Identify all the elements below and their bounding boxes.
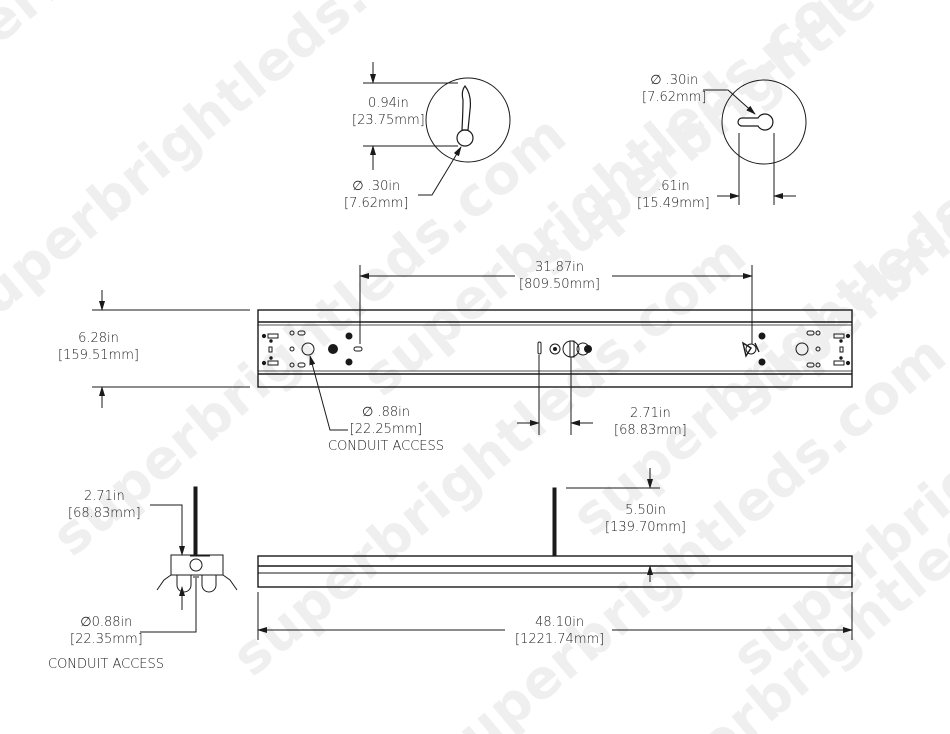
keyhole-dia-label: ∅ .30in [7.62mm] [642, 72, 706, 106]
keyhole-dia-in: ∅ .30in [650, 73, 699, 88]
end-view [140, 486, 238, 633]
center-offset-label: 2.71in [68.83mm] [614, 405, 687, 439]
slot-hole-dia-in: ∅ .30in [352, 179, 401, 194]
bracket-height-label: 5.50in [139.70mm] [605, 502, 686, 536]
end-conduit-dia-label: ∅0.88in [22.35mm] [70, 614, 143, 648]
plan-conduit-dia-mm: [22.25mm] [349, 422, 423, 437]
slot-length-mm: [23.75mm] [352, 113, 425, 128]
overall-length-label: 48.10in [1221.74mm] [515, 614, 604, 648]
bracket-height-in: 5.50in [625, 503, 666, 518]
slot-length-in: 0.94in [367, 96, 409, 111]
end-conduit-dia-mm: [22.35mm] [70, 632, 143, 647]
end-conduit-access: CONDUIT ACCESS [48, 657, 165, 672]
slot-hole-dia-label: ∅ .30in [7.62mm] [344, 178, 408, 212]
front-elevation [257, 468, 853, 640]
end-conduit-dia-in: ∅0.88in [80, 615, 133, 630]
width-in: 6.28in [78, 331, 119, 346]
plan-conduit-label: ∅ .88in [22.25mm] CONDUIT ACCESS [328, 404, 444, 455]
plan-conduit-access: CONDUIT ACCESS [328, 439, 445, 454]
keyhole-width-in: .61in [657, 179, 690, 194]
keyhole-width-label: .61in [15.49mm] [637, 178, 710, 212]
mount-spacing-label: 31.87in [809.50mm] [519, 259, 600, 293]
detail-slot-vertical [363, 62, 511, 196]
width-mm: [159.51mm] [58, 348, 139, 363]
center-offset-in: 2.71in [629, 406, 671, 421]
mount-spacing-mm: [809.50mm] [519, 277, 600, 292]
keyhole-dia-mm: [7.62mm] [642, 90, 707, 105]
overall-length-mm: [1221.74mm] [515, 632, 605, 647]
plan-view [92, 265, 853, 435]
slot-length-label: 0.94in [23.75mm] [352, 95, 425, 129]
end-offset-mm: [68.83mm] [68, 506, 141, 521]
overall-length-in: 48.10in [535, 615, 585, 630]
end-offset-label: 2.71in [68.83mm] [68, 488, 141, 522]
bracket-height-mm: [139.70mm] [605, 520, 686, 535]
keyhole-width-mm: [15.49mm] [637, 196, 710, 211]
end-offset-in: 2.71in [83, 489, 125, 504]
plan-conduit-dia-in: ∅ .88in [362, 405, 410, 420]
detail-keyhole-horizontal [703, 79, 807, 205]
slot-hole-dia-mm: [7.62mm] [344, 196, 409, 211]
width-label: 6.28in [159.51mm] [58, 330, 139, 364]
center-offset-mm: [68.83mm] [614, 423, 687, 438]
mount-spacing-in: 31.87in [534, 260, 585, 275]
